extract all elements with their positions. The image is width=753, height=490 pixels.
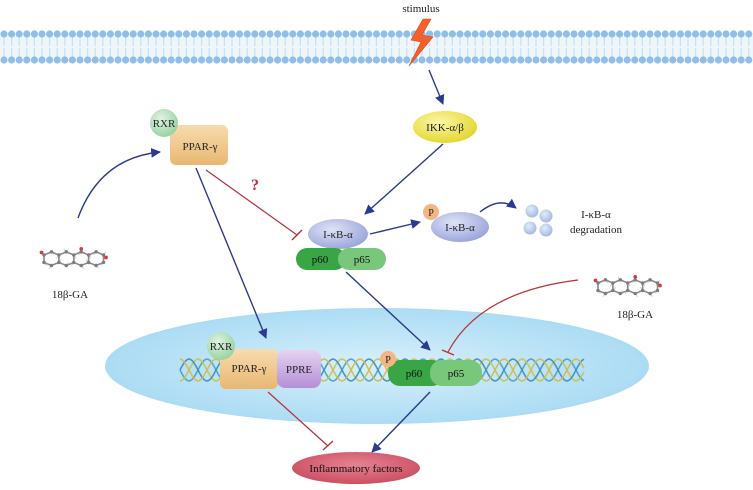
ppar-label: PPAR-γ — [182, 141, 217, 153]
ga-right-label: 18β-GA — [617, 309, 653, 321]
lightning-icon — [408, 18, 434, 67]
nfkb-to-inflammatory-arrow — [371, 391, 431, 453]
degradation-label-line1: I-κB-α — [581, 209, 611, 221]
nucleus-ppar-gamma-protein — [220, 349, 278, 389]
phospho-label: P — [428, 208, 434, 219]
nucleus-p65-protein — [430, 360, 482, 386]
nucleus-phosphate-group — [380, 351, 396, 367]
ikb-label: I-κB-α — [323, 229, 353, 241]
nucleus-ppar-label: PPAR-γ — [231, 363, 266, 375]
inflammatory-factors — [292, 452, 420, 484]
unknown-mechanism-mark: ? — [251, 177, 259, 194]
ppar-gamma-protein — [170, 125, 228, 165]
ppar-to-nucleus-arrow — [195, 167, 268, 339]
ikk-to-ikb-arrow — [364, 143, 444, 215]
p65-label: p65 — [354, 254, 371, 266]
degradation-arrow — [479, 198, 517, 213]
cell-membrane — [0, 30, 753, 64]
phospho-ikb-protein — [431, 212, 489, 242]
stimulus-label: stimulus — [402, 3, 439, 15]
ga-molecule-right — [593, 274, 662, 297]
nucleus-p60-protein — [388, 360, 444, 386]
phosphate-group — [423, 204, 439, 220]
ikb-protein — [308, 219, 368, 249]
ikk-label: IKK-α/β — [426, 122, 464, 134]
phospho-ikb-label: I-κB-α — [445, 222, 475, 234]
ppar-inflammatory-bar — [322, 440, 334, 451]
ppar-inhibit-bar — [291, 229, 303, 241]
p60-label: p60 — [312, 254, 329, 266]
ppar-inhibits-ikb-line — [205, 169, 298, 236]
rxr-label: RXR — [153, 118, 176, 130]
p60-protein — [296, 248, 346, 270]
ikk-complex — [413, 111, 477, 143]
nucleus-phospho-label: P — [385, 355, 391, 366]
ga-inhibits-p65-line — [447, 279, 579, 353]
ga-to-ppar-arrow — [77, 148, 161, 219]
p65-protein — [338, 248, 386, 270]
degradation-fragments — [523, 204, 553, 237]
ga-inhibit-bar — [441, 349, 455, 356]
ppre-label: PPRE — [286, 364, 313, 376]
rxr-protein — [150, 109, 178, 137]
inflammatory-label: Inflammatory factors — [309, 463, 402, 475]
stimulus-to-ikk-arrow — [428, 69, 445, 105]
ppre-element — [277, 350, 321, 388]
ga-molecule-left — [39, 246, 108, 269]
nucleus-rxr-label: RXR — [210, 341, 233, 353]
nucleus-p60-label: p60 — [406, 368, 423, 380]
nfkb-translocation-arrow — [345, 271, 431, 351]
nucleus-rxr-protein — [207, 332, 235, 360]
nucleus — [105, 308, 649, 424]
ikb-phosphorylation-arrow — [369, 219, 421, 235]
nucleus-p65-label: p65 — [448, 368, 465, 380]
degradation-label-line2: degradation — [570, 224, 622, 236]
ga-left-label: 18β-GA — [52, 289, 88, 301]
ppar-inhibits-inflammatory-line — [267, 391, 329, 447]
